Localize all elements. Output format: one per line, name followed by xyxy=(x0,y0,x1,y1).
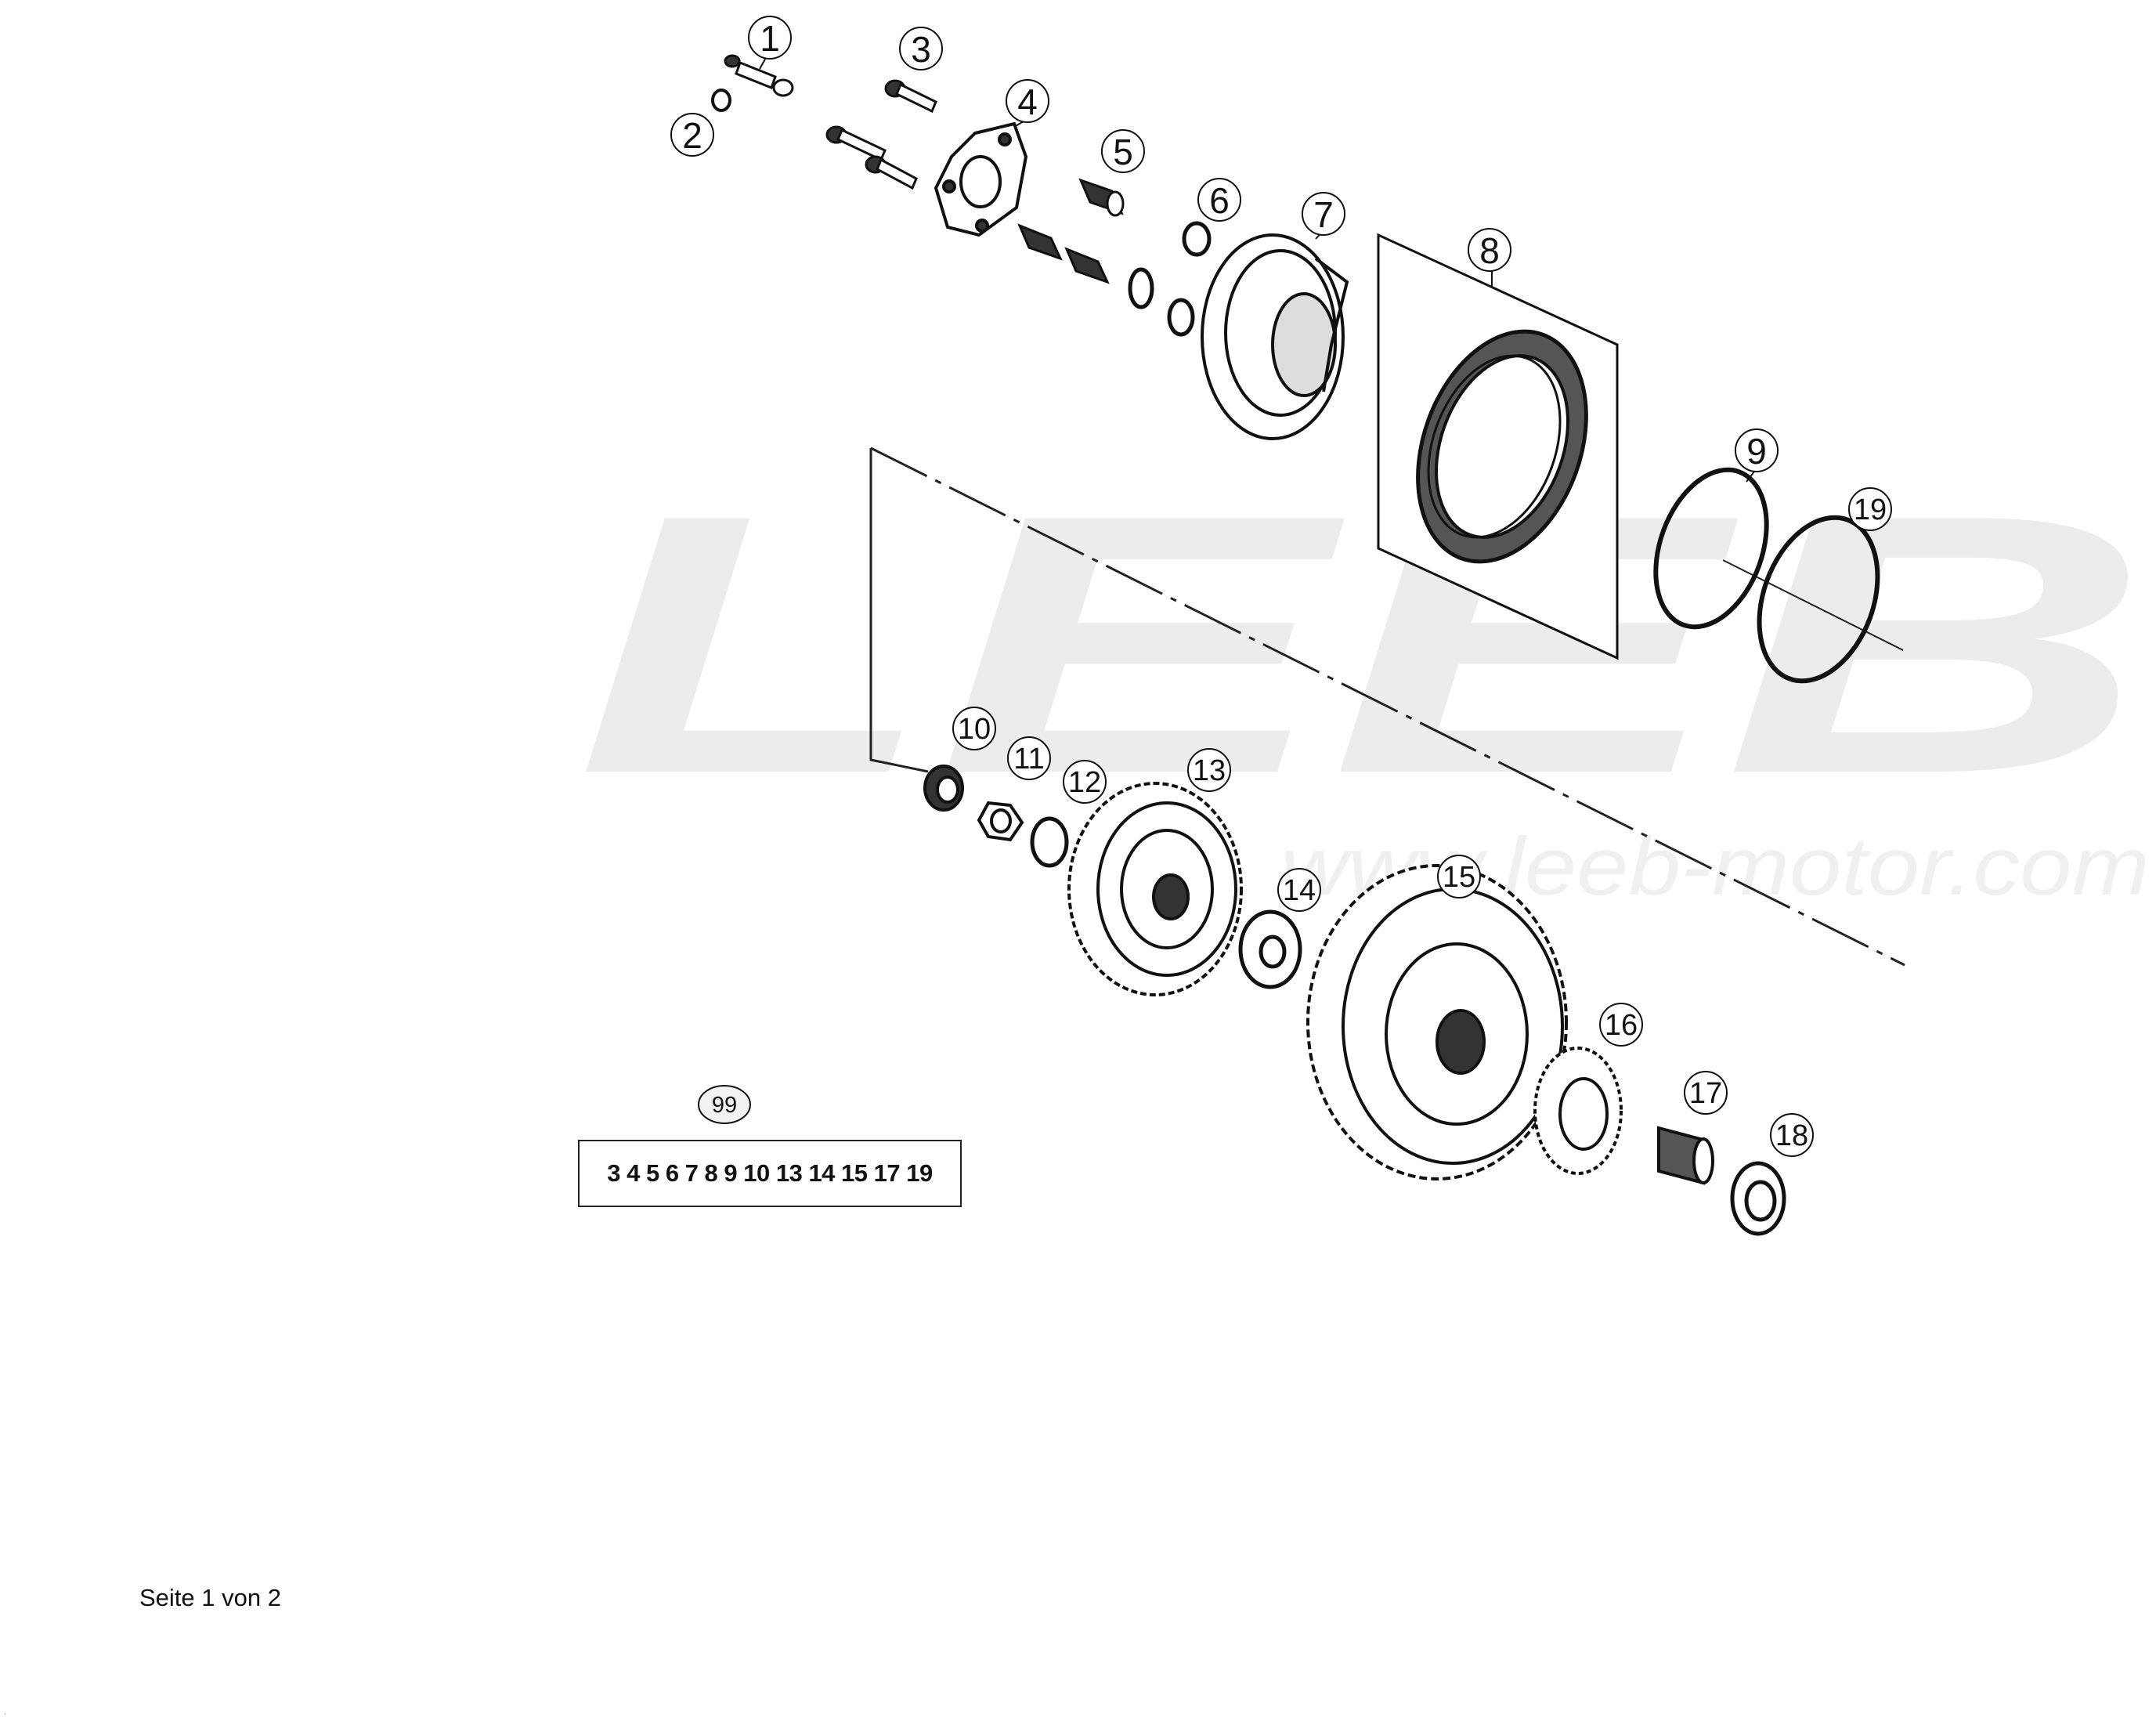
callout-13-label: 13 xyxy=(1193,754,1226,787)
page-number: Seite 1 von 2 xyxy=(139,1584,281,1611)
callout-1: 1 xyxy=(748,16,792,60)
callout-11: 11 xyxy=(1007,736,1051,780)
callout-15-label: 15 xyxy=(1443,861,1475,894)
part-14-washer xyxy=(1238,909,1302,989)
part-17-needle-bearing xyxy=(1657,1126,1714,1185)
callout-18: 18 xyxy=(1770,1113,1814,1157)
kit-callout: 99 xyxy=(698,1085,751,1124)
callout-3-label: 3 xyxy=(911,29,931,70)
part-3-bolts xyxy=(825,79,937,190)
callout-7: 7 xyxy=(1302,192,1345,236)
kit-number: 99 xyxy=(712,1093,737,1118)
part-19-ring xyxy=(1757,515,1880,684)
callout-2: 2 xyxy=(670,113,714,157)
part-4-plate xyxy=(934,121,1028,237)
callout-9-label: 9 xyxy=(1746,431,1767,472)
part-11-nut xyxy=(977,801,1024,842)
part-7-hub xyxy=(1201,233,1349,440)
watermark-brand: LEEB xyxy=(576,439,2150,850)
callout-6-label: 6 xyxy=(1209,180,1230,221)
callout-8: 8 xyxy=(1468,228,1511,272)
callout-8-label: 8 xyxy=(1479,230,1500,271)
callout-5: 5 xyxy=(1101,129,1145,173)
callout-11-label: 11 xyxy=(1013,743,1044,776)
callout-17: 17 xyxy=(1684,1071,1728,1115)
corner-mark: ' xyxy=(5,1712,6,1719)
callout-2-label: 2 xyxy=(682,115,702,156)
kit-contents-box: 3 4 5 6 7 8 9 10 13 14 15 17 19 xyxy=(578,1140,962,1207)
part-1-screw xyxy=(724,54,794,97)
part-18-washer xyxy=(1730,1161,1786,1236)
callout-4-label: 4 xyxy=(1017,81,1038,122)
watermark: LEEB www.leeb-motor.com xyxy=(576,439,2150,913)
callout-6: 6 xyxy=(1197,178,1241,222)
callout-15: 15 xyxy=(1437,855,1481,898)
callout-5-label: 5 xyxy=(1113,132,1133,172)
callout-18-label: 18 xyxy=(1775,1119,1808,1152)
assembly-axis-dash xyxy=(870,447,1905,967)
callout-19: 19 xyxy=(1848,487,1892,531)
callout-10: 10 xyxy=(952,707,996,750)
callout-10-label: 10 xyxy=(958,713,991,746)
callout-13: 13 xyxy=(1187,748,1231,792)
part-8-disc-pack xyxy=(1377,233,1619,660)
callout-3: 3 xyxy=(899,27,943,71)
callout-14-label: 14 xyxy=(1283,874,1316,907)
callout-19-label: 19 xyxy=(1854,494,1887,526)
callout-12: 12 xyxy=(1063,760,1107,804)
part-9-ring xyxy=(1653,467,1769,630)
part-13-hub xyxy=(1067,782,1243,996)
callout-4: 4 xyxy=(1006,79,1049,123)
part-12-washer xyxy=(1030,816,1069,868)
part-15-basket xyxy=(1306,864,1568,1180)
part-16-sprocket xyxy=(1533,1047,1623,1175)
callout-9: 9 xyxy=(1735,428,1779,472)
part-6-orings xyxy=(1128,221,1212,337)
callout-1-label: 1 xyxy=(760,18,780,59)
callout-7-label: 7 xyxy=(1313,194,1334,235)
callout-16: 16 xyxy=(1599,1003,1643,1047)
callout-14: 14 xyxy=(1277,868,1321,912)
part-10-bearing xyxy=(923,765,964,812)
part-5-springs xyxy=(1017,178,1125,284)
callout-16-label: 16 xyxy=(1605,1009,1638,1042)
kit-parts-list: 3 4 5 6 7 8 9 10 13 14 15 17 19 xyxy=(607,1159,933,1187)
part-2-washer xyxy=(711,89,731,112)
callout-17-label: 17 xyxy=(1689,1077,1722,1110)
assembly-axis-line xyxy=(869,448,929,773)
callout-12-label: 12 xyxy=(1068,766,1101,799)
